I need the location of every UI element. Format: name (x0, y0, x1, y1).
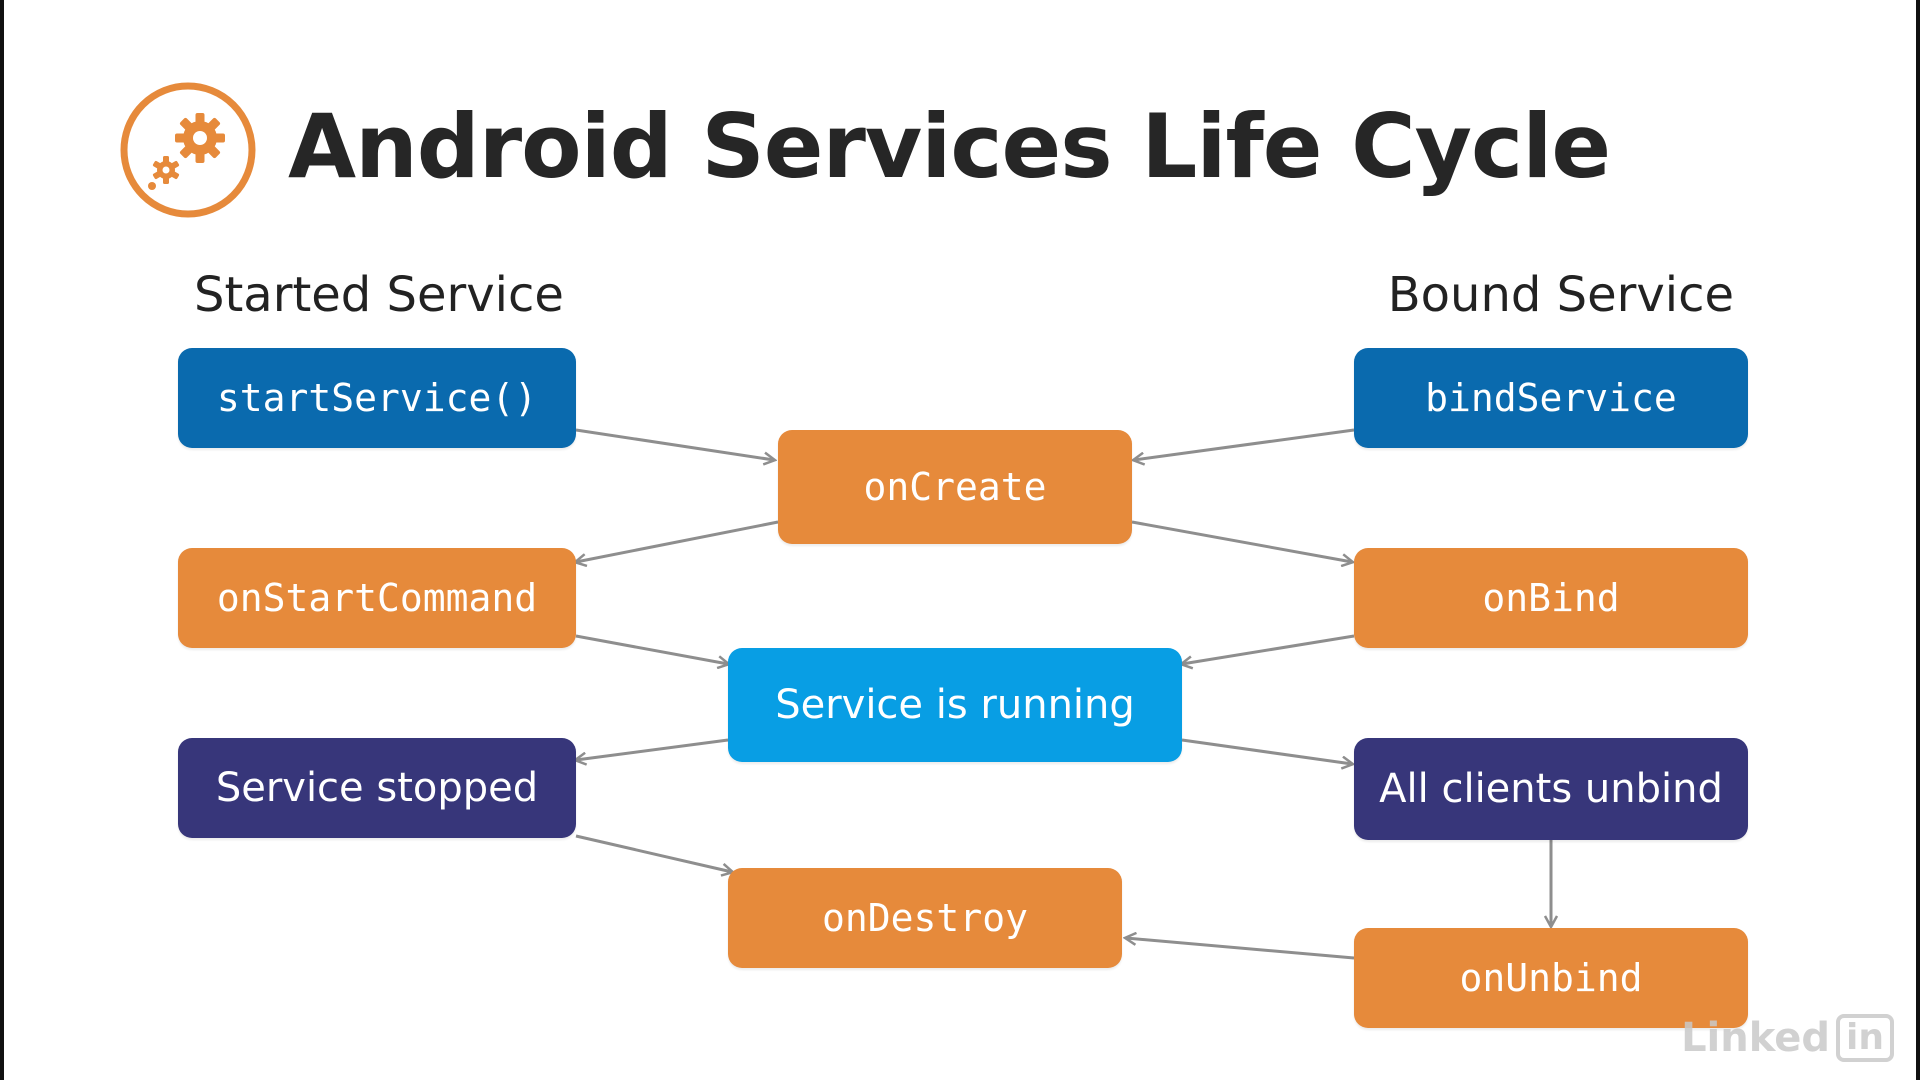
all-clients-unbind-node: All clients unbind (1354, 738, 1748, 840)
on-start-command-node: onStartCommand (178, 548, 576, 648)
on-destroy-node: onDestroy (728, 868, 1122, 968)
arrows-layer (4, 428, 1916, 960)
arrow-stopped-to-ondestroy (575, 834, 732, 872)
watermark-text: Linked (1681, 1015, 1831, 1061)
arrow-oncreate-to-onstartcommand (576, 520, 779, 562)
page-title: Android Services Life Cycle (288, 95, 1611, 198)
started-service-heading: Started Service (194, 267, 564, 323)
bind-service-node: bindService (1354, 348, 1748, 448)
gears-icon (120, 82, 256, 218)
start-service-node: startService() (178, 348, 576, 448)
on-bind-node: onBind (1354, 548, 1748, 648)
slide: Android Services Life Cycle Started Serv… (4, 0, 1916, 1080)
arrow-onstartcommand-to-running (575, 634, 728, 664)
arrow-startservice-to-oncreate (575, 428, 774, 460)
arrow-running-to-unbindall (1181, 738, 1352, 764)
on-unbind-node: onUnbind (1354, 928, 1748, 1028)
service-running-node: Service is running (728, 648, 1182, 762)
arrow-onunbind-to-ondestroy (1126, 938, 1355, 960)
bound-service-heading: Bound Service (1387, 267, 1734, 323)
arrow-bindservice-to-oncreate (1134, 428, 1355, 460)
arrow-running-to-stopped (576, 738, 729, 760)
on-create-node: onCreate (778, 430, 1132, 544)
watermark-badge: in (1836, 1014, 1894, 1062)
arrow-onbind-to-running (1182, 634, 1355, 664)
linkedin-watermark: Linked in (1681, 1014, 1894, 1062)
service-stopped-node: Service stopped (178, 738, 576, 838)
arrow-oncreate-to-onbind (1131, 520, 1352, 562)
